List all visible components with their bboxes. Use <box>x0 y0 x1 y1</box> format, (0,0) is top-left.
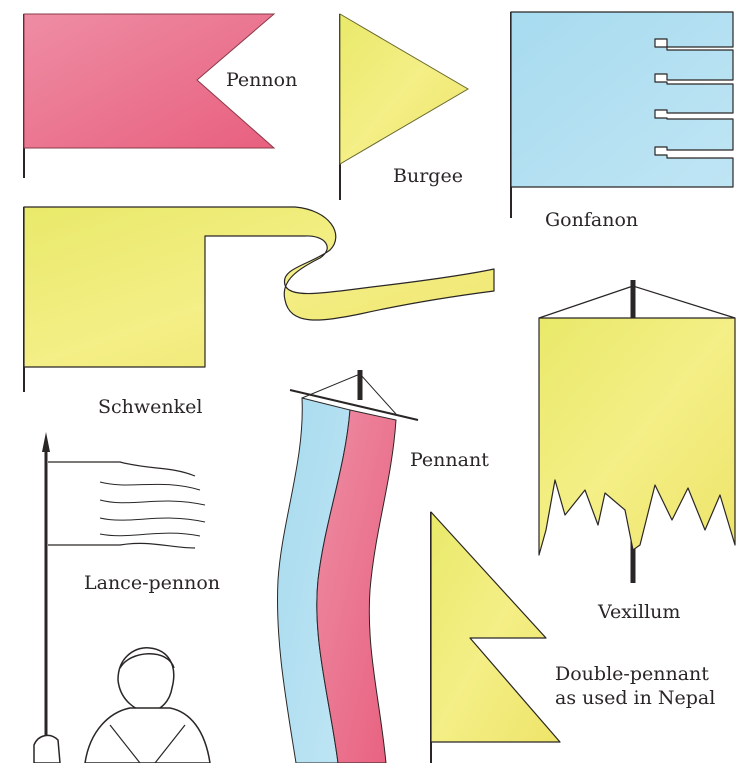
schwenkel-flag <box>24 207 494 392</box>
gonfanon-label: Gonfanon <box>545 208 638 232</box>
schwenkel-label: Schwenkel <box>98 395 202 419</box>
pennant-label: Pennant <box>410 448 489 472</box>
vexillum-label: Vexillum <box>598 600 680 624</box>
pennon-flag <box>24 14 274 178</box>
burgee-label: Burgee <box>393 164 463 188</box>
double-pennant-label-line1: Double-pennant <box>555 662 709 686</box>
gonfanon-flag <box>511 12 733 218</box>
lance-pennon-label: Lance-pennon <box>84 571 220 595</box>
pennon-label: Pennon <box>226 68 297 92</box>
knight-figure <box>34 648 210 763</box>
double-pennant-label-line2: as used in Nepal <box>555 686 715 710</box>
pennant-flag <box>277 370 418 763</box>
vexillum-flag <box>539 280 735 583</box>
